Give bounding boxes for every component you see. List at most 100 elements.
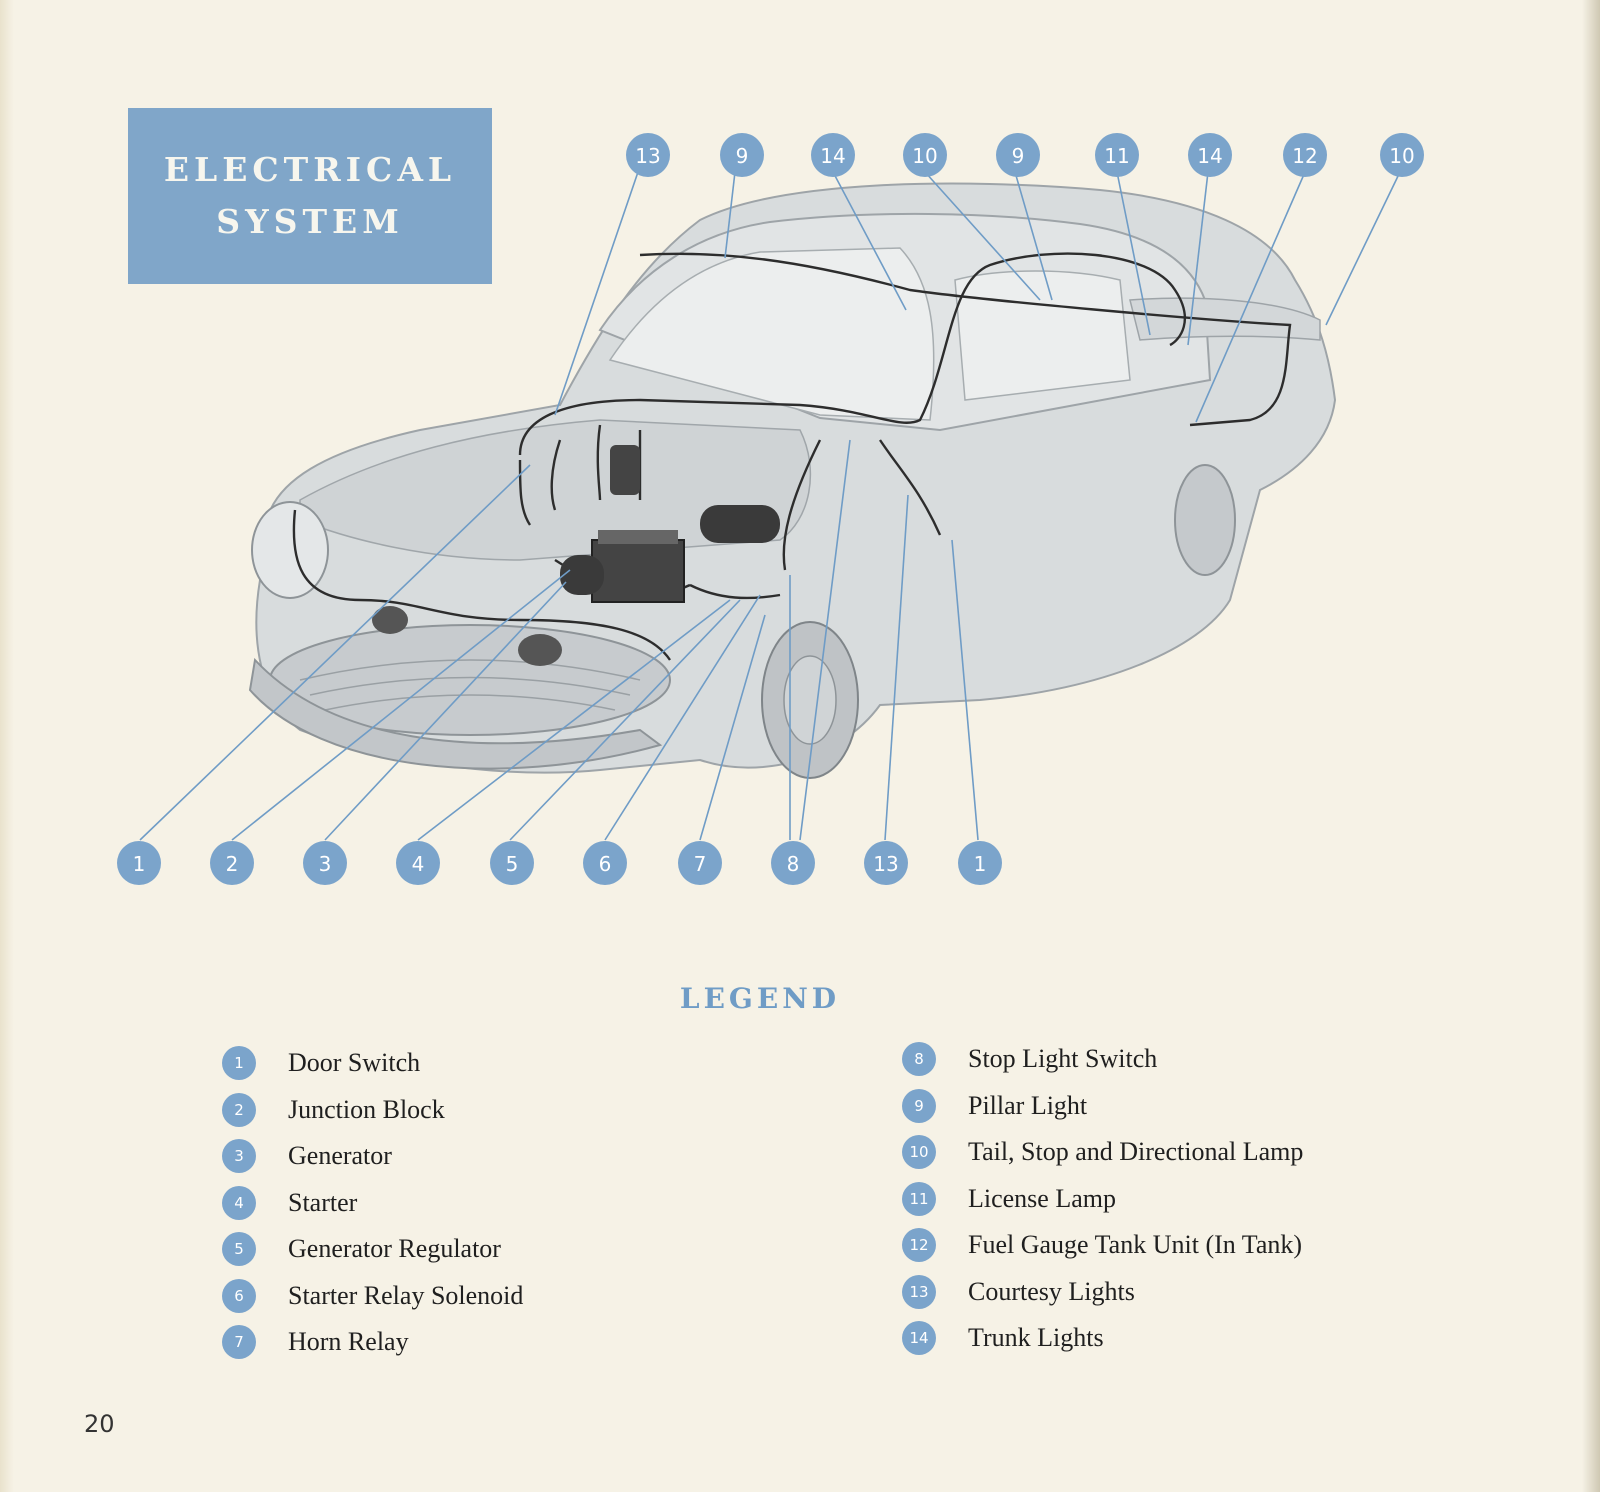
- legend-number-badge: 1: [222, 1046, 256, 1081]
- legend-item: 6 Starter Relay Solenoid: [222, 1273, 523, 1320]
- legend-label: Door Switch: [288, 1048, 421, 1078]
- car-illustration: [248, 182, 1337, 779]
- title-box: ELECTRICAL SYSTEM: [128, 108, 492, 284]
- legend-number-badge: 10: [902, 1135, 936, 1170]
- svg-text:2: 2: [226, 852, 239, 876]
- legend-item: 3 Generator: [222, 1133, 523, 1180]
- callout-badge-bottom-7: 7: [678, 841, 722, 885]
- title-line-2: SYSTEM: [216, 202, 404, 241]
- svg-text:10: 10: [1389, 144, 1414, 168]
- callout-badge-bottom-3: 3: [303, 841, 347, 885]
- page-title: ELECTRICAL SYSTEM: [160, 144, 460, 248]
- legend-item: 9 Pillar Light: [902, 1083, 1303, 1130]
- callout-badge-top-9b: 9: [996, 133, 1040, 177]
- callout-badge-bottom-6: 6: [583, 841, 627, 885]
- legend-title: LEGEND: [679, 982, 841, 1015]
- svg-text:3: 3: [319, 852, 332, 876]
- legend-label: Starter Relay Solenoid: [288, 1280, 524, 1310]
- svg-text:13: 13: [635, 144, 660, 168]
- svg-text:7: 7: [694, 852, 707, 876]
- legend-label: Generator Regulator: [288, 1234, 501, 1264]
- legend-label: Stop Light Switch: [968, 1044, 1158, 1074]
- legend-number-badge: 2: [222, 1092, 256, 1127]
- legend-item: 13 Courtesy Lights: [902, 1269, 1303, 1316]
- legend-number-badge: 12: [902, 1228, 936, 1263]
- legend-number-badge: 13: [902, 1274, 936, 1309]
- svg-text:13: 13: [873, 852, 898, 876]
- callout-badge-bottom-4: 4: [396, 841, 440, 885]
- svg-text:14: 14: [1197, 144, 1222, 168]
- bottom-callouts: 1 2 3 4 5 6 7 8 13 1: [117, 841, 1002, 885]
- ignition-coil: [610, 445, 640, 495]
- legend-item: 4 Starter: [222, 1180, 523, 1227]
- callout-badge-bottom-2: 2: [210, 841, 254, 885]
- legend-label: Horn Relay: [288, 1327, 409, 1357]
- legend-item: 5 Generator Regulator: [222, 1226, 523, 1273]
- legend-item: 8 Stop Light Switch: [902, 1036, 1303, 1083]
- legend-number-badge: 4: [222, 1185, 256, 1220]
- legend-label: Tail, Stop and Directional Lamp: [968, 1137, 1304, 1167]
- legend-label: Fuel Gauge Tank Unit (In Tank): [968, 1230, 1303, 1260]
- callout-leader-lines: [139, 171, 1401, 841]
- callout-badge-bottom-1b: 1: [958, 841, 1002, 885]
- components: [372, 445, 780, 666]
- legend-label: Trunk Lights: [968, 1323, 1104, 1353]
- svg-text:6: 6: [599, 852, 612, 876]
- legend-number-badge: 6: [222, 1278, 256, 1313]
- rear-wheel: [1174, 464, 1236, 576]
- legend-label: License Lamp: [968, 1183, 1116, 1213]
- legend-number-badge: 11: [902, 1181, 936, 1216]
- headlight: [251, 501, 329, 599]
- windshield: [608, 247, 935, 421]
- page-binding-edge: [0, 0, 14, 1492]
- svg-text:12: 12: [1292, 144, 1317, 168]
- battery: [591, 539, 685, 603]
- side-window: [954, 270, 1131, 401]
- callout-badge-bottom-5: 5: [490, 841, 534, 885]
- top-callouts: 13 9 14 10 9 11 14 12 10: [626, 133, 1424, 177]
- legend-number-badge: 5: [222, 1232, 256, 1267]
- legend-label: Starter: [288, 1187, 358, 1217]
- callout-badge-bottom-8: 8: [771, 841, 815, 885]
- callout-badge-top-13: 13: [626, 133, 670, 177]
- callout-badge-top-14b: 14: [1188, 133, 1232, 177]
- callout-badge-top-10b: 10: [1380, 133, 1424, 177]
- generator-body: [560, 555, 604, 595]
- front-bumper: [248, 657, 663, 770]
- legend-label: Courtesy Lights: [968, 1276, 1135, 1306]
- legend-item: 10 Tail, Stop and Directional Lamp: [902, 1129, 1303, 1176]
- legend-number-badge: 8: [902, 1042, 936, 1077]
- svg-text:8: 8: [787, 852, 800, 876]
- starter-body: [700, 505, 780, 543]
- legend-item: 11 License Lamp: [902, 1176, 1303, 1223]
- title-line-1: ELECTRICAL: [163, 150, 457, 189]
- legend-item: 7 Horn Relay: [222, 1319, 523, 1366]
- legend-number-badge: 9: [902, 1088, 936, 1123]
- callout-badge-bottom-1a: 1: [117, 841, 161, 885]
- callout-badge-top-11: 11: [1095, 133, 1139, 177]
- page-right-edge: [1582, 0, 1600, 1492]
- svg-text:9: 9: [736, 144, 749, 168]
- callout-badge-top-10a: 10: [903, 133, 947, 177]
- horn-right: [518, 634, 562, 666]
- svg-text:4: 4: [412, 852, 425, 876]
- page-number: 20: [84, 1410, 115, 1438]
- svg-text:1: 1: [974, 852, 987, 876]
- horn-left: [372, 606, 408, 634]
- legend-label: Generator: [288, 1141, 392, 1171]
- legend-item: 14 Trunk Lights: [902, 1315, 1303, 1362]
- legend-number-badge: 7: [222, 1325, 256, 1360]
- legend-number-badge: 3: [222, 1139, 256, 1174]
- svg-text:11: 11: [1104, 144, 1129, 168]
- svg-text:5: 5: [506, 852, 519, 876]
- legend-number-badge: 14: [902, 1321, 936, 1356]
- callout-badge-top-14a: 14: [811, 133, 855, 177]
- legend-item: 12 Fuel Gauge Tank Unit (In Tank): [902, 1222, 1303, 1269]
- svg-text:1: 1: [133, 852, 146, 876]
- callout-badge-top-9a: 9: [720, 133, 764, 177]
- callout-badge-bottom-13: 13: [864, 841, 908, 885]
- svg-text:10: 10: [912, 144, 937, 168]
- legend-left-column: 1 Door Switch 2 Junction Block 3 Generat…: [222, 1040, 523, 1366]
- legend-item: 1 Door Switch: [222, 1040, 523, 1087]
